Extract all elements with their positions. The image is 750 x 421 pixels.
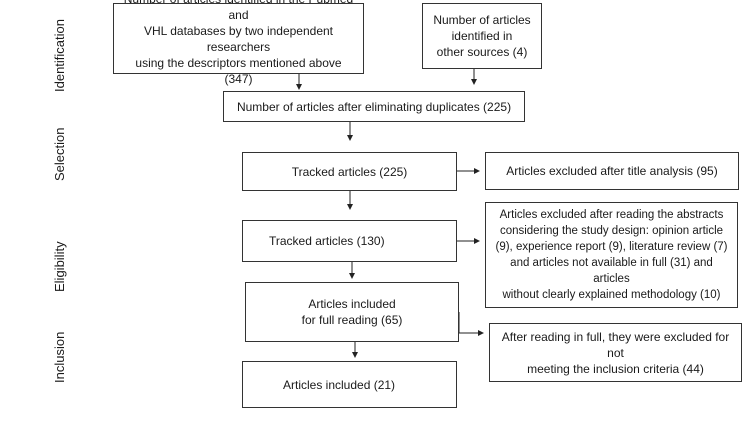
stage-selection-label: Selection: [52, 127, 67, 181]
box-full-reading: Articles included for full reading (65): [245, 282, 459, 342]
box-excluded-abstracts: Articles excluded after reading the abst…: [485, 202, 738, 308]
box-included: Articles included (21): [242, 361, 457, 408]
arrow-full-reading-to-excluded-full: [458, 312, 484, 336]
box-identified-other: Number of articles identified in other s…: [422, 3, 542, 69]
box-tracked-130: Tracked articles (130): [242, 220, 457, 262]
box-after-duplicates: Number of articles after eliminating dup…: [223, 91, 525, 122]
box-excluded-title: Articles excluded after title analysis (…: [485, 152, 739, 190]
stage-inclusion-label: Inclusion: [52, 331, 67, 383]
box-tracked-225: Tracked articles (225): [242, 152, 457, 191]
stage-eligibility-label: Eligibility: [52, 241, 67, 292]
box-identified-databases: Number of articles identified in the Pub…: [113, 0, 364, 86]
box-excluded-full: After reading in full, they were exclude…: [489, 323, 742, 382]
stage-identification-label: Identification: [52, 19, 67, 92]
